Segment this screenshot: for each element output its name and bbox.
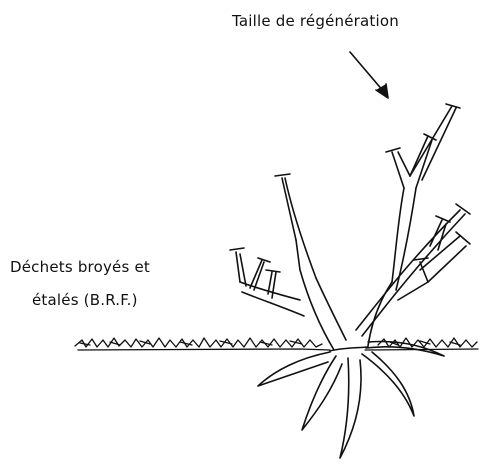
roots	[258, 342, 444, 458]
mulch-label-line1: Déchets broyés et	[10, 258, 150, 276]
branch-left-upper	[275, 174, 346, 340]
pruning-label: Taille de régénération	[232, 12, 399, 30]
mulch-label-line2: étalés (B.R.F.)	[32, 291, 138, 309]
mulch-layer	[75, 338, 478, 350]
pointer-arrow	[350, 52, 388, 98]
branch-left-lower	[230, 248, 304, 316]
branch-right	[356, 204, 470, 336]
